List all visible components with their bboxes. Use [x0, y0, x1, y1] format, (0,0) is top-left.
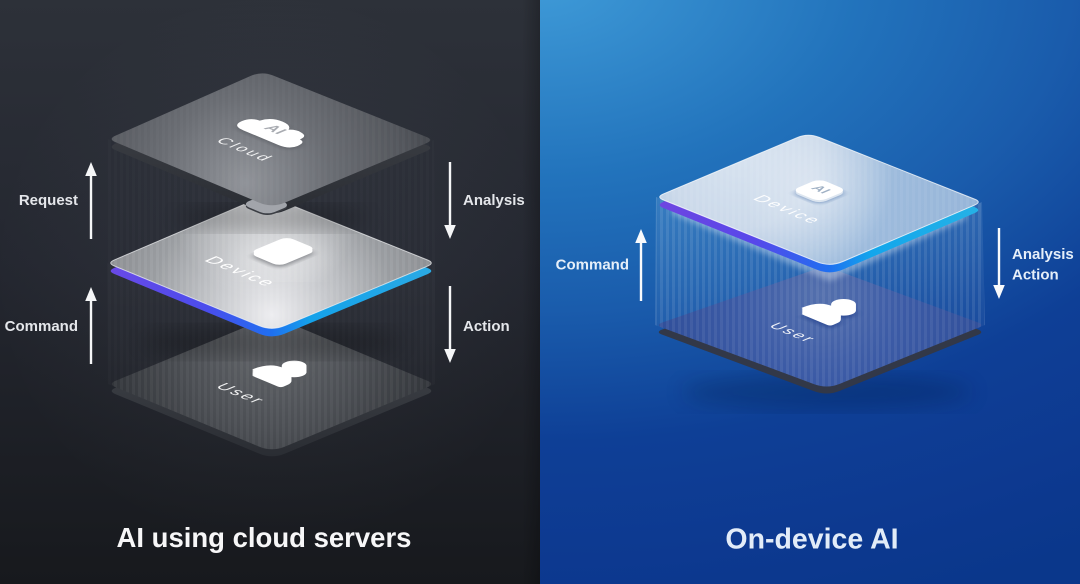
svg-text:Action: Action	[463, 318, 510, 335]
svg-text:On-device AI: On-device AI	[725, 524, 898, 556]
svg-text:AI: AI	[808, 184, 835, 195]
svg-text:Analysis: Analysis	[1012, 246, 1074, 263]
svg-text:AI using cloud servers: AI using cloud servers	[117, 522, 412, 553]
svg-text:Command: Command	[5, 318, 78, 335]
svg-text:Analysis: Analysis	[463, 192, 525, 209]
svg-text:Action: Action	[1012, 267, 1059, 284]
svg-text:Command: Command	[556, 257, 629, 274]
svg-text:Request: Request	[19, 192, 78, 209]
